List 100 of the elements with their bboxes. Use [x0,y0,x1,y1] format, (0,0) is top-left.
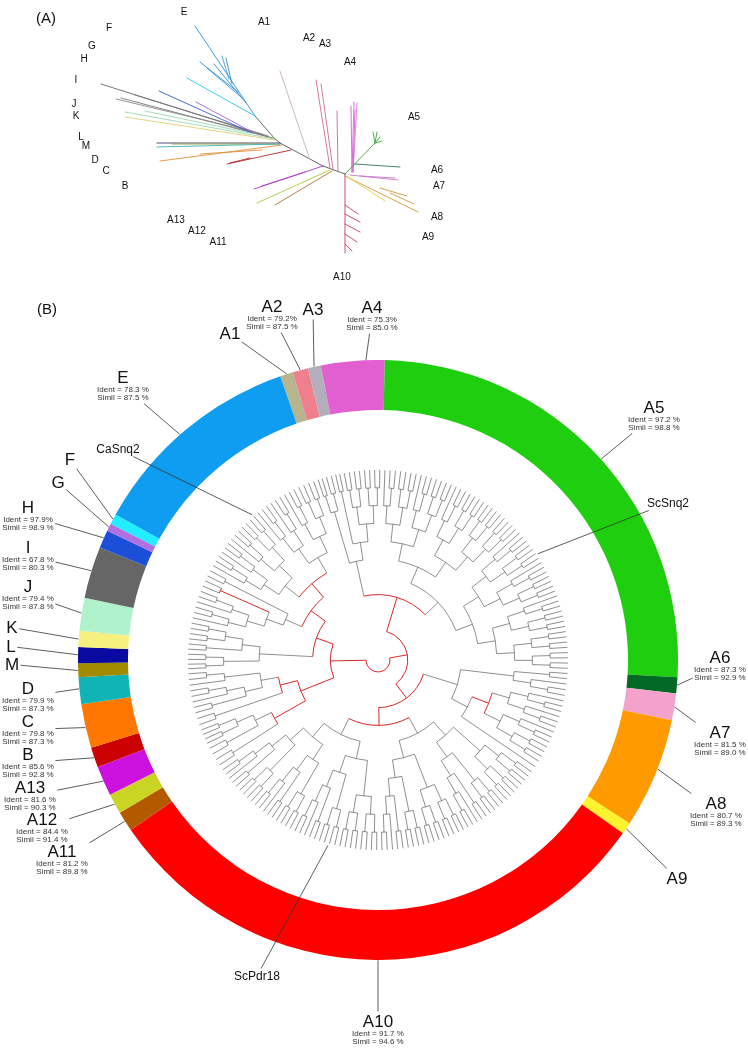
clade-label: A4 [361,299,383,316]
stat-text: Simil = 92.9 % [694,674,746,682]
stat-text: Ident = 87.3 % [694,666,746,674]
clade-label: A3 [318,39,332,49]
stat-text: Simil = 94.6 % [352,1038,404,1046]
stat-text: Ident = 79.2% [247,315,297,323]
clade-label: C [102,166,110,176]
clade-label: A10 [333,272,351,282]
clade-label: A3 [302,301,324,318]
stat-text: Simil = 98.8 % [628,424,680,432]
clade-label: C [21,713,35,730]
ring-segment [587,710,672,824]
clade-label: L [6,638,16,655]
clade-label: H [80,54,88,64]
ring-segment [78,646,129,664]
clade-label: A9 [421,232,435,242]
stat-text: Simil = 87.8 % [2,603,54,611]
leader-line [65,489,110,528]
stat-text: Ident = 81.2 % [36,860,88,868]
stat-text: Simil = 91.4 % [16,836,68,844]
ring-segment [582,796,630,834]
leader-line [377,959,379,1012]
ring-segment [280,372,307,424]
clade-label: D [91,155,99,165]
leader-line [676,677,693,686]
leader-line [55,757,95,761]
stat-text: Simil = 87.5 % [246,323,298,331]
stat-text: Simil = 87.3 % [2,705,54,713]
gene-label: CaSnq2 [96,443,140,455]
gene-label: ScPdr18 [234,970,280,982]
clade-label: A8 [705,795,727,812]
leader-line [657,768,692,794]
leader-line [54,523,105,539]
leader-line [55,727,86,729]
clade-label: A5 [643,399,665,416]
clade-label: A6 [709,649,731,666]
stat-text: Ident = 84.4 % [16,828,68,836]
clade-label: A2 [302,33,316,43]
clade-label: K [72,111,80,121]
panel-label: (B) [37,300,57,316]
leader-line [20,664,79,671]
ring-segment [622,687,677,721]
leader-line [260,844,329,969]
leader-line [625,828,668,869]
clade-label: A13 [14,779,46,796]
stat-text: Ident = 79.4 % [2,595,54,603]
ring-segment [78,630,130,650]
leader-line [55,603,82,614]
clade-label: A7 [709,724,731,741]
stat-text: Simil = 89.0 % [694,749,746,757]
stat-text: Ident = 91.7 % [352,1030,404,1038]
clade-label: F [105,23,113,33]
ring-segment [626,674,678,694]
clade-label: F [64,451,76,468]
ring-segment [130,801,623,960]
ring-segment [81,696,139,748]
clade-label: A6 [430,165,444,175]
clade-label: A12 [188,226,206,236]
stat-text: Simil = 92.8 % [2,771,54,779]
leader-line [600,433,633,460]
leader-line [69,803,115,820]
leader-line [312,319,315,367]
ring-segment [78,662,129,678]
clade-label: E [117,369,129,386]
stat-text: Ident = 67.8 % [2,556,54,564]
leader-line [18,628,79,640]
leader-line [143,403,181,435]
clade-label: A7 [432,181,446,191]
clade-label: H [21,499,35,516]
ring-segment [107,523,156,553]
stat-text: Ident = 81.5 % [694,741,746,749]
ring-segment [110,772,163,813]
leader-line [89,820,126,844]
clade-label: A9 [666,870,688,887]
stat-text: Ident = 81.6 % [4,796,56,804]
leader-line [674,706,696,723]
clade-label: I [74,75,78,85]
ring-segment [119,787,172,830]
stat-text: Simil = 90.3 % [4,804,56,812]
stat-text: Simil = 87.5 % [97,394,149,402]
clade-label: A1 [219,325,241,342]
clade-label: E [180,7,188,17]
stat-text: Ident = 79.9 % [2,697,54,705]
ring-segment [91,733,145,767]
stat-text: Ident = 97.9% [3,516,53,524]
stat-text: Ident = 79.8 % [2,730,54,738]
stat-text: Simil = 85.0 % [346,324,398,332]
clade-label: B [121,181,129,191]
stat-text: Ident = 75.3% [347,316,397,324]
clade-label: A12 [26,811,58,828]
clade-label: K [6,619,18,636]
leader-line [132,456,253,516]
clade-label: M [4,656,20,673]
stat-text: Ident = 85.6 % [2,763,54,771]
stat-text: Ident = 80.7 % [690,812,742,820]
stat-text: Simil = 80.3 % [2,564,54,572]
stat-text: Ident = 78.3 % [97,386,149,394]
clade-label: A4 [343,57,357,67]
ring-segment [99,530,153,567]
leader-line [55,561,92,572]
